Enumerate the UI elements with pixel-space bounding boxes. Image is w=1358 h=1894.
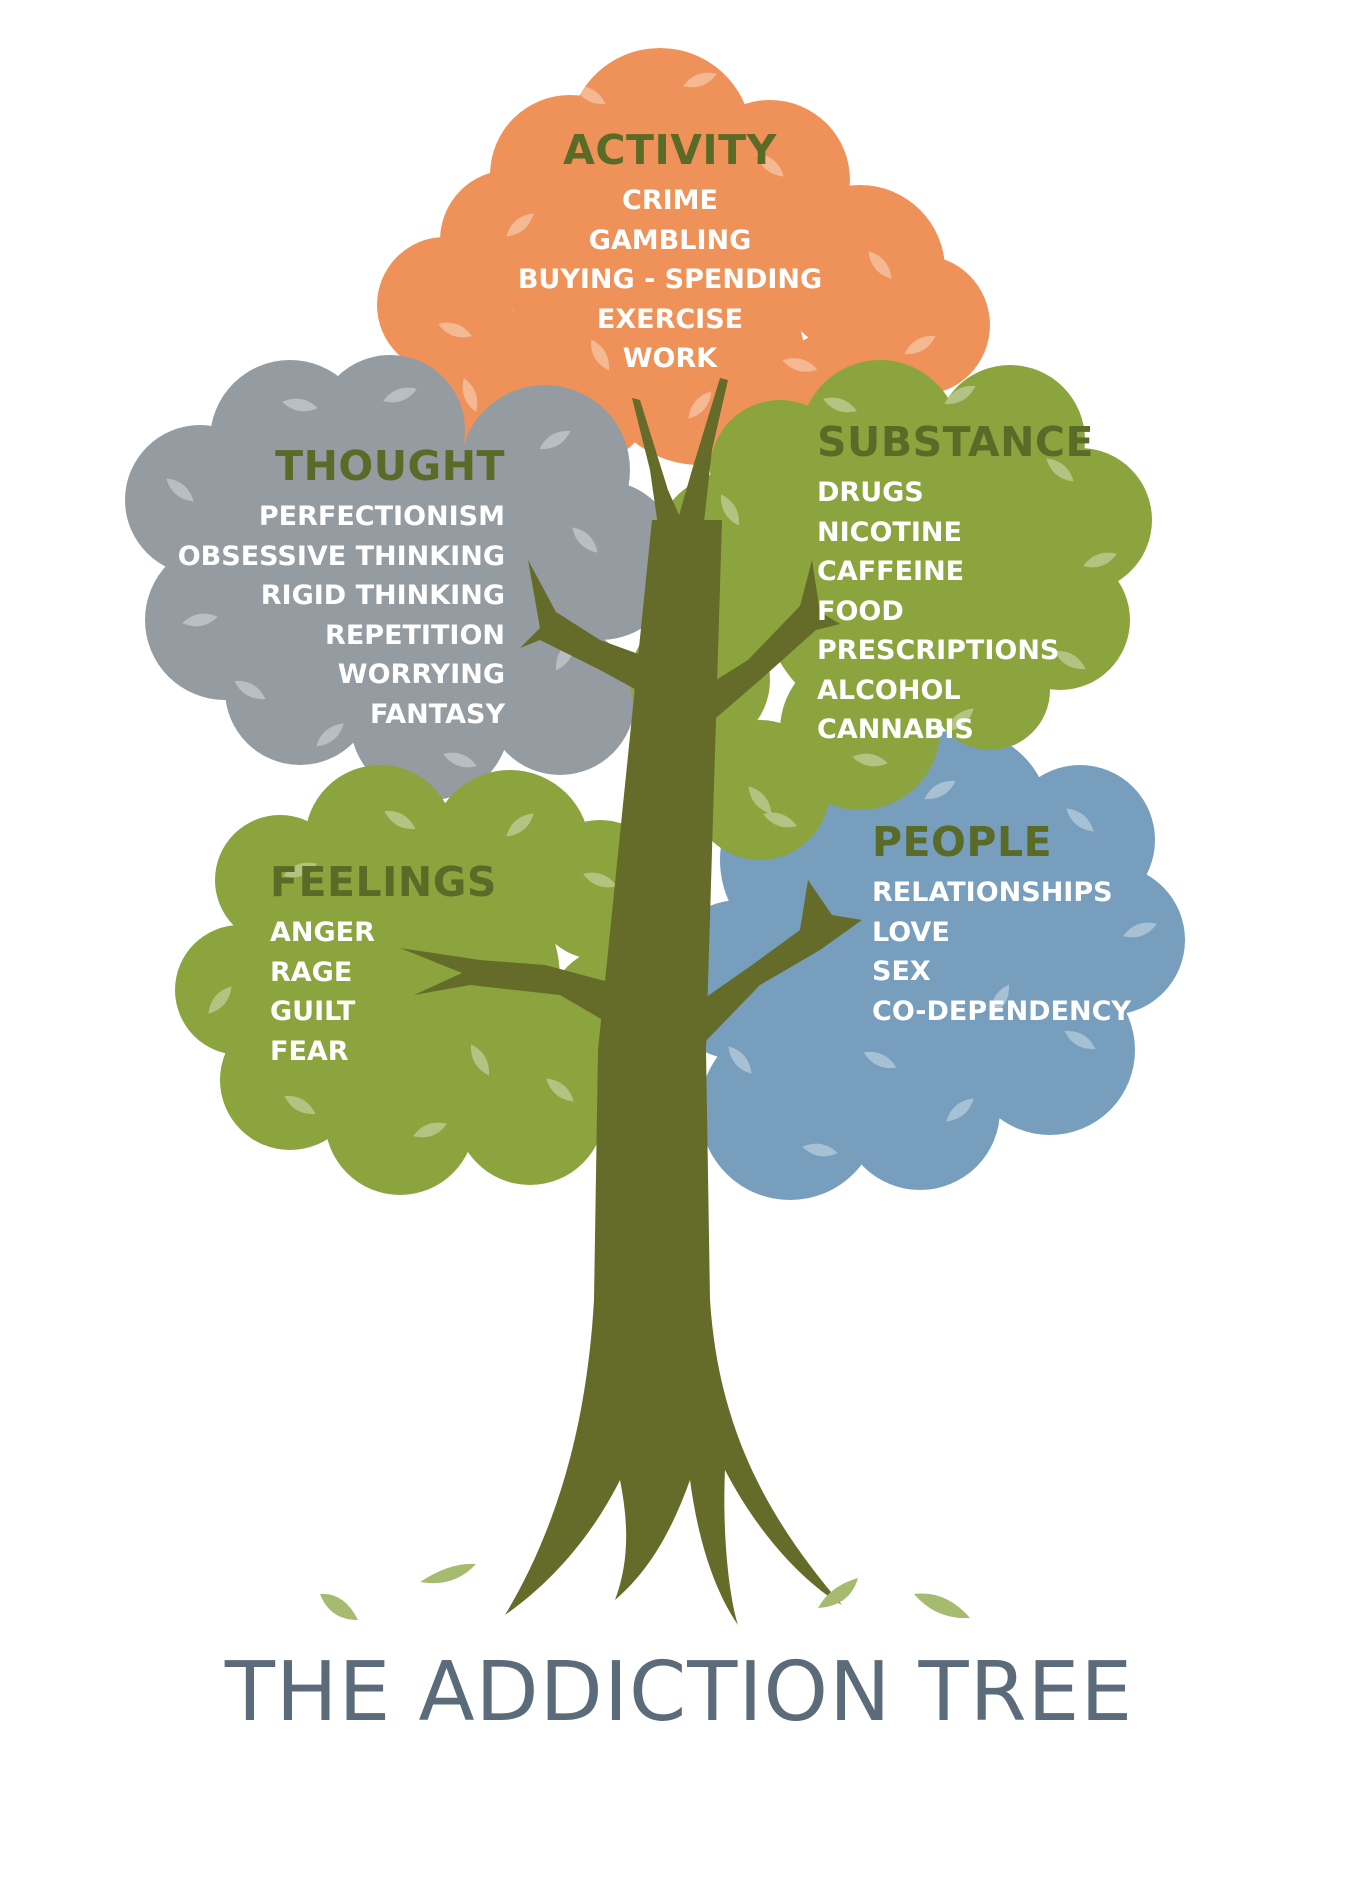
- leaf-icon: [1083, 552, 1117, 568]
- leaf-icon: [443, 752, 477, 768]
- substance-cloud: [630, 360, 1152, 860]
- leaf-icon: [944, 385, 976, 405]
- thought-cloud: [125, 355, 680, 800]
- leaf-icon: [683, 72, 717, 88]
- activity-item: EXERCISE: [596, 303, 744, 335]
- leaf-icon: [546, 1078, 574, 1102]
- leaf-icon: [208, 986, 232, 1014]
- feelings-item: GUILT: [270, 996, 356, 1027]
- feelings-item: FEAR: [270, 1035, 349, 1067]
- activity-heading: ACTIVITY: [563, 126, 777, 174]
- leaf-icon: [863, 1051, 897, 1069]
- leaf-icon: [383, 387, 417, 403]
- thought-item: OBSESSIVE THINKING: [177, 540, 505, 572]
- substance-item: NICOTINE: [817, 516, 962, 548]
- leaf-icon: [166, 478, 194, 502]
- substance-item: PRESCRIPTIONS: [817, 635, 1060, 666]
- substance-block: SUBSTANCE DRUGS NICOTINE CAFFEINE FOOD P…: [817, 422, 1117, 750]
- leaf-icon: [852, 753, 888, 767]
- leaf-icon: [572, 527, 598, 553]
- leaf-icon: [946, 708, 974, 732]
- substance-item: ALCOHOL: [817, 674, 961, 706]
- people-block: PEOPLE RELATIONSHIPS LOVE SEX CO-DEPENDE…: [872, 822, 1172, 1031]
- feelings-block: FEELINGS ANGER RAGE GUILT FEAR: [270, 862, 500, 1071]
- thought-item: PERFECTIONISM: [258, 501, 505, 532]
- leaf-icon: [1064, 1030, 1096, 1050]
- fallen-leaf-icon: [420, 1563, 476, 1584]
- people-item: CO-DEPENDENCY: [872, 995, 1131, 1027]
- substance-item: DRUGS: [817, 477, 924, 508]
- substance-item: CANNABIS: [817, 714, 974, 745]
- tree-trunk: [400, 378, 862, 1625]
- people-item: SEX: [872, 956, 931, 987]
- activity-item: GAMBLING: [588, 224, 752, 256]
- leaf-icon: [756, 153, 784, 177]
- leaf-icon: [470, 1044, 490, 1076]
- leaf-icon: [462, 378, 478, 412]
- thought-item: RIGID THINKING: [260, 580, 505, 611]
- leaf-icon: [763, 812, 797, 828]
- leaf-icon: [234, 680, 266, 700]
- leaf-icon: [282, 398, 318, 412]
- leaf-icon: [802, 1143, 838, 1157]
- activity-item: WORK: [622, 343, 718, 374]
- leaf-icon: [384, 810, 416, 830]
- leaf-icon: [506, 813, 534, 837]
- leaf-icon: [413, 1122, 447, 1138]
- thought-item: FANTASY: [369, 698, 505, 730]
- leaf-icon: [506, 213, 534, 237]
- leaf-icon: [284, 1095, 316, 1115]
- fallen-leaf-icon: [818, 1578, 858, 1608]
- leaf-icon: [539, 430, 571, 450]
- leaf-icon: [1066, 808, 1094, 832]
- thought-item: REPETITION: [325, 619, 505, 651]
- leaf-icon: [946, 1098, 974, 1122]
- leaf-icon: [1123, 922, 1157, 938]
- substance-item: CAFFEINE: [817, 556, 965, 587]
- people-item: LOVE: [872, 916, 950, 948]
- leaf-icon: [990, 984, 1010, 1016]
- leaf-icon: [904, 335, 936, 355]
- substance-item: FOOD: [817, 595, 904, 627]
- leaf-icon: [823, 397, 857, 413]
- people-heading: PEOPLE: [872, 818, 1053, 866]
- feelings-heading: FEELINGS: [270, 858, 497, 906]
- feelings-item: ANGER: [270, 917, 375, 948]
- page-title: THE ADDICTION TREE: [224, 1645, 1134, 1740]
- leaf-icon: [182, 613, 218, 627]
- people-item: RELATIONSHIPS: [872, 877, 1113, 908]
- leaf-icon: [924, 780, 956, 800]
- thought-item: WORRYING: [337, 659, 505, 690]
- thought-block: THOUGHT PERFECTIONISM OBSESSIVE THINKING…: [160, 446, 505, 734]
- leaf-icon: [868, 251, 892, 279]
- leaf-icon: [316, 723, 344, 747]
- leaf-icon: [583, 872, 617, 888]
- leaf-icon: [1054, 650, 1086, 670]
- leaf-icon: [438, 322, 472, 338]
- leaf-icon: [728, 1046, 752, 1074]
- fallen-leaf-icon: [320, 1593, 358, 1620]
- leaf-icon: [782, 358, 818, 372]
- leaf-icon: [1046, 458, 1074, 482]
- leaf-icon: [574, 85, 606, 105]
- activity-item: BUYING - SPENDING: [517, 264, 823, 295]
- leaf-icon: [590, 339, 610, 371]
- leaf-icon: [283, 862, 317, 878]
- activity-block: ACTIVITY CRIME GAMBLING BUYING - SPENDIN…: [510, 130, 830, 379]
- feelings-item: RAGE: [270, 956, 353, 988]
- leaf-icon: [720, 494, 740, 526]
- leaf-icon: [748, 786, 772, 814]
- substance-heading: SUBSTANCE: [817, 418, 1095, 466]
- fallen-leaves: [320, 1563, 970, 1620]
- fallen-leaf-icon: [914, 1593, 970, 1619]
- activity-item: CRIME: [622, 185, 718, 216]
- leaf-icon: [688, 391, 712, 419]
- thought-heading: THOUGHT: [275, 442, 505, 490]
